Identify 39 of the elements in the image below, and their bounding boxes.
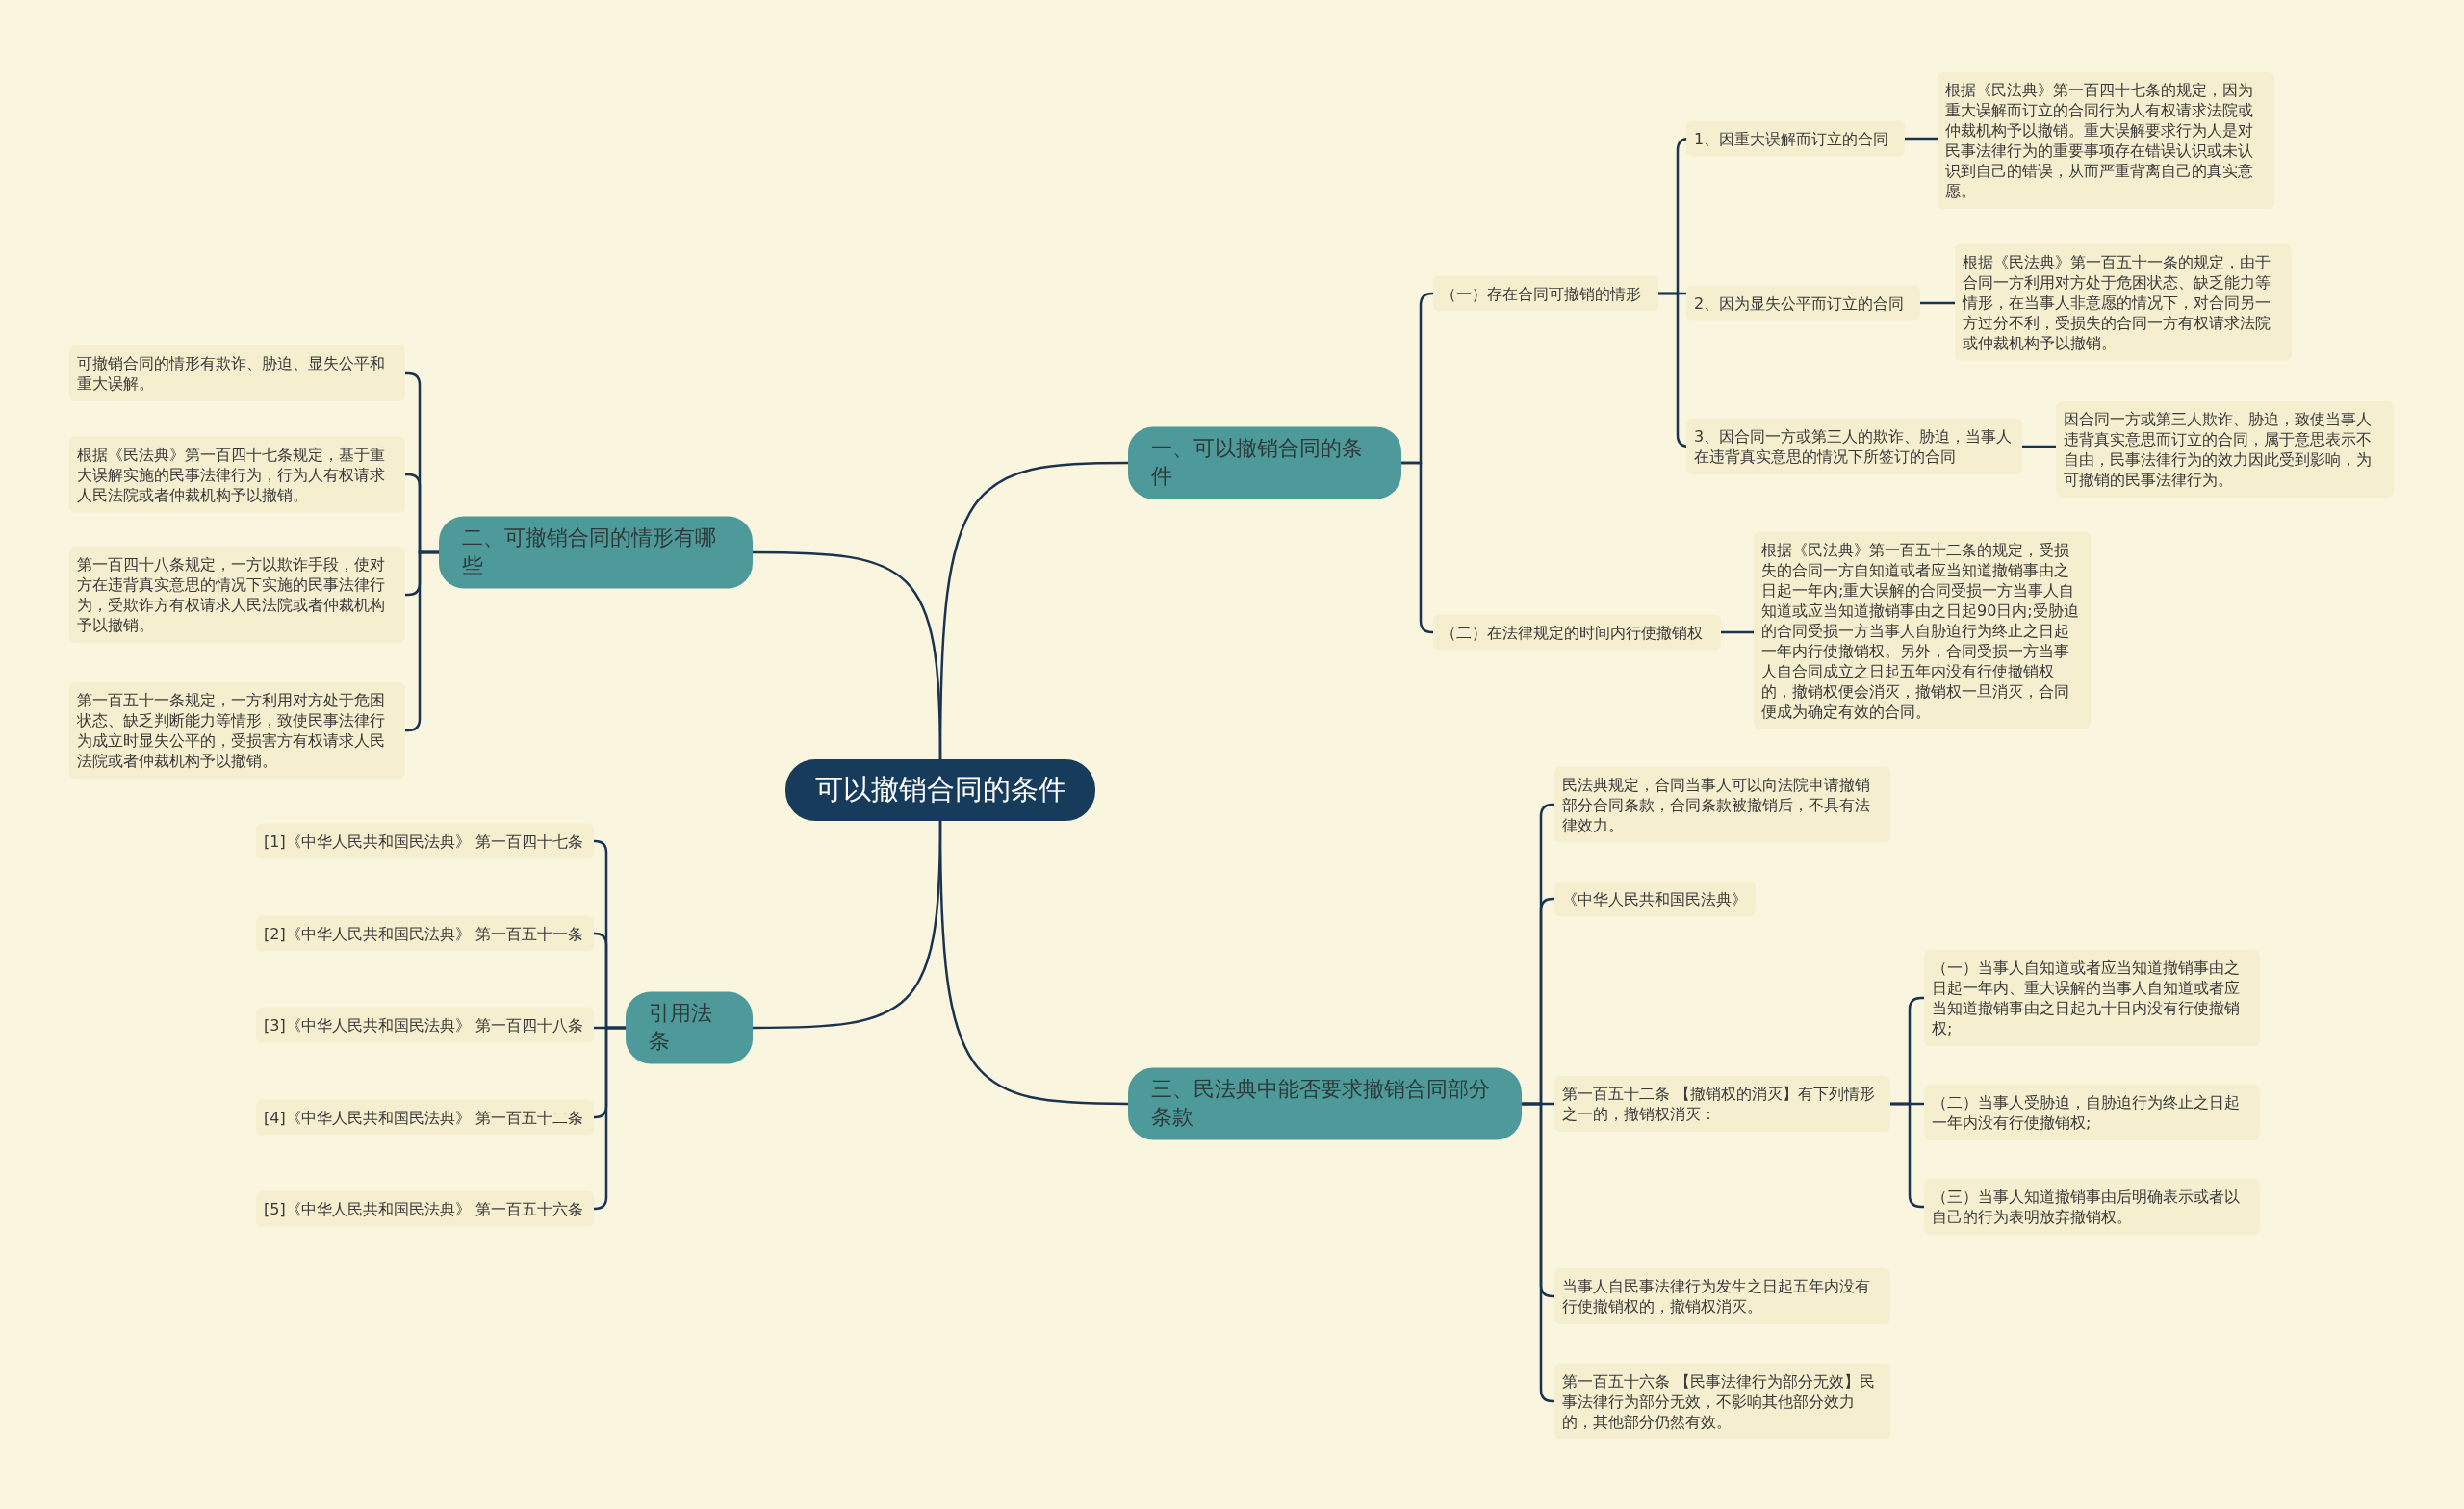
topic-box: 根据《民法典》第一百五十一条的规定，由于合同一方利用对方处于危困状态、缺乏能力等情形，在当事人非意愿的情况下，对合同另一方过分不利，受损失的合同一方有权请求法院或仲裁机构予以撤销。: [1955, 243, 2292, 361]
connector-line: [2022, 445, 2056, 448]
topic-box: （一）存在合同可撤销的情形: [1433, 275, 1658, 312]
connector-line: [1920, 301, 1955, 305]
topic-box: [1]《中华人民共和国民法典》 第一百四十七条: [256, 823, 594, 859]
topic-box: 第一百五十一条规定，一方利用对方处于危困状态、缺乏判断能力等情形，致使民事法律行为成立时显失公平的，受损害方有权请求人民法院或者仲裁机构予以撤销。: [69, 682, 405, 779]
topic-box: 根据《民法典》第一百四十七条的规定，因为重大误解而订立的合同行为人有权请求法院或仲裁机构予以撤销。重大误解要求行为人是对民事法律行为的重要事项存在错误认识或未认识到自己的错误，从而严重背离自己的真实意愿。: [1938, 72, 2274, 209]
topic-box: 3、因合同一方或第三人的欺诈、胁迫，当事人在违背真实意思的情况下所签订的合同: [1686, 419, 2022, 474]
connector-line: [1721, 630, 1754, 634]
central-topic: 可以撤销合同的条件: [785, 759, 1095, 821]
topic-box: （一）当事人自知道或者应当知道撤销事由之日起一年内、重大误解的当事人自知道或者应当知道撤销事由之日起九十日内没有行使撤销权;: [1924, 950, 2260, 1046]
topic-box: 1、因重大误解而订立的合同: [1686, 120, 1905, 157]
topic-box: （二）在法律规定的时间内行使撤销权: [1433, 614, 1721, 651]
topic-box: （三）当事人知道撤销事由后明确表示或者以自己的行为表明放弃撤销权。: [1924, 1179, 2260, 1235]
branch-topic: 引用法条: [626, 991, 753, 1064]
connector-line: [753, 550, 942, 759]
topic-box: 第一百四十八条规定，一方以欺诈手段，使对方在违背真实意思的情况下实施的民事法律行为，受欺诈方有权请求人民法院或者仲裁机构予以撤销。: [69, 547, 405, 643]
topic-box: （二）当事人受胁迫，自胁迫行为终止之日起一年内没有行使撤销权;: [1924, 1085, 2260, 1140]
topic-box: 根据《民法典》第一百五十二条的规定，受损失的合同一方自知道或者应当知道撤销事由之日起一年内;重大误解的合同受损一方当事人自知道或应当知道撤销事由之日起90日内;受胁迫的合同受损一方当事人自胁迫行为终止之日起一年内行使撤销权。另外，合同受损一方当事人自合同成立之日起五年内没有行使撤销权的，撤销权便会消灭，撤销权一旦消灭，合同便成为确定有效的合同。: [1754, 531, 2091, 729]
branch-topic: 一、可以撤销合同的条件: [1128, 426, 1401, 499]
topic-box: [3]《中华人民共和国民法典》 第一百四十八条: [256, 1007, 594, 1043]
connector-line: [593, 1026, 626, 1211]
branch-topic: 二、可撤销合同的情形有哪些: [439, 516, 753, 589]
connector-line: [1905, 137, 1938, 141]
topic-box: 民法典规定，合同当事人可以向法院申请撤销部分合同条款，合同条款被撤销后，不具有法律效力。: [1554, 766, 1890, 843]
topic-box: [5]《中华人民共和国民法典》 第一百五十六条: [256, 1190, 594, 1227]
topic-box: 第一百五十六条 【民事法律行为部分无效】民事法律行为部分无效，不影响其他部分效力的，其他部分仍然有效。: [1554, 1363, 1890, 1440]
topic-box: 根据《民法典》第一百四十七条规定，基于重大误解实施的民事法律行为，行为人有权请求人民法院或者仲裁机构予以撤销。: [69, 436, 405, 513]
topic-box: 因合同一方或第三人欺诈、胁迫，致使当事人违背真实意思而订立的合同，属于意思表示不自由，民事法律行为的效力因此受到影响，为可撤销的民事法律行为。: [2056, 401, 2394, 498]
topic-box: 《中华人民共和国民法典》: [1554, 881, 1756, 917]
topic-box: 2、因为显失公平而订立的合同: [1686, 285, 1920, 321]
connector-line: [1401, 461, 1434, 634]
topic-box: 第一百五十二条 【撤销权的消灭】有下列情形之一的，撤销权消灭：: [1554, 1076, 1890, 1132]
topic-box: 可撤销合同的情形有欺诈、胁迫、显失公平和重大误解。: [69, 345, 405, 401]
topic-box: 当事人自民事法律行为发生之日起五年内没有行使撤销权的，撤销权消灭。: [1554, 1268, 1890, 1324]
topic-box: [4]《中华人民共和国民法典》 第一百五十二条: [256, 1099, 594, 1136]
connector-line: [938, 821, 1128, 1106]
branch-topic: 三、民法典中能否要求撤销合同部分条款: [1128, 1067, 1522, 1140]
topic-box: [2]《中华人民共和国民法典》 第一百五十一条: [256, 915, 594, 952]
